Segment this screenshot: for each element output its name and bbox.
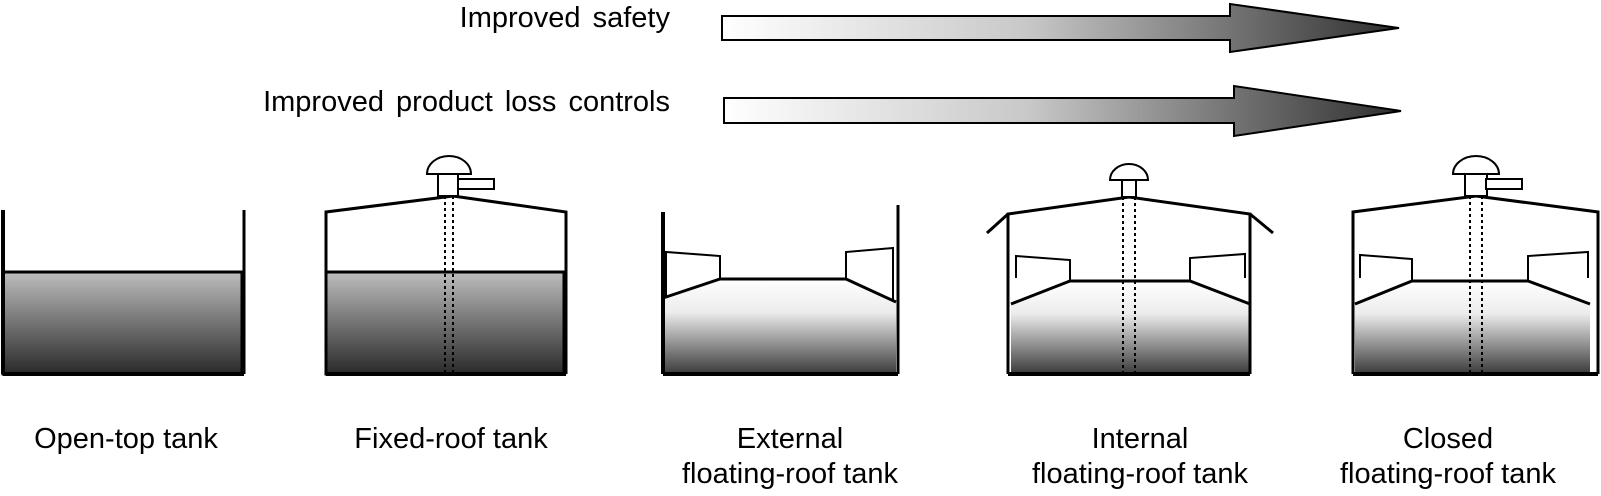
closed-floating-roof-tank-caption: Closed floating-roof tank (1298, 422, 1598, 492)
closed-floating-roof-tank-caption-line2: floating-roof tank (1339, 458, 1556, 490)
fixed-roof-tank-caption: Fixed-roof tank (301, 422, 601, 457)
loss-control-arrow-label: Improved product loss controls (263, 86, 670, 118)
fixed-roof-tank-drawing (324, 155, 568, 376)
external-floating-roof-tank-caption-line1: External (736, 423, 844, 455)
loss-control-arrow (723, 84, 1402, 138)
open-top-tank-caption: Open-top tank (0, 422, 276, 457)
internal-floating-roof-tank-caption: Internal floating-roof tank (990, 422, 1290, 492)
safety-arrow-label: Improved safety (459, 2, 670, 34)
external-floating-roof-tank-caption: External floating-roof tank (640, 422, 940, 492)
internal-floating-roof-tank-caption-line1: Internal (1091, 423, 1189, 455)
open-top-tank-caption-line1: Open-top tank (34, 423, 218, 455)
internal-floating-roof-tank-drawing (985, 163, 1274, 376)
external-floating-roof-tank-caption-line2: floating-roof tank (681, 458, 898, 490)
closed-floating-roof-tank-caption-line1: Closed (1402, 423, 1494, 455)
internal-floating-roof-tank-caption-line2: floating-roof tank (1031, 458, 1248, 490)
closed-floating-roof-tank-drawing (1351, 155, 1600, 376)
safety-arrow (721, 2, 1400, 54)
external-floating-roof-tank-drawing (661, 205, 900, 376)
fixed-roof-tank-caption-line1: Fixed-roof tank (354, 423, 548, 455)
open-top-tank-drawing (1, 210, 246, 376)
